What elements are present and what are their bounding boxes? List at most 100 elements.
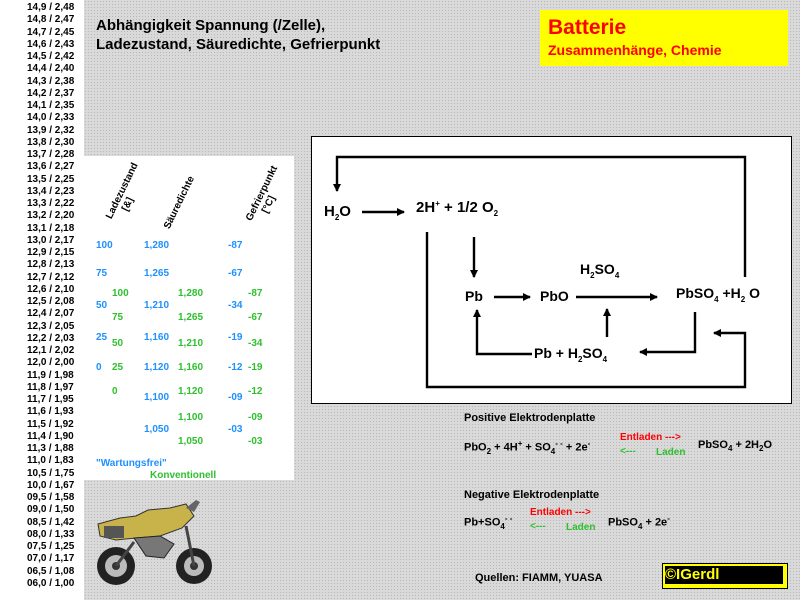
formula-hydrogen: 2H+ + 1/2 O2 [416,199,499,218]
formula-h2so4: H2SO4 [580,261,620,280]
title-box-heading: Batterie [548,16,627,39]
density-cell: 1,265 [178,312,204,323]
positive-plate-lhs: PbO2 + 4H+ + SO4- - + 2e- [464,439,591,456]
voltage-row: 14,7 / 2,45 [27,26,75,38]
freeze-cell: -34 [228,300,243,311]
reaction-diagram: H2O 2H+ + 1/2 O2 Pb PbO H2SO4 PbSO4 +H2 … [311,136,792,404]
positive-plate-rhs: PbSO4 + 2H2O [698,439,773,454]
density-cell: 1,050 [144,424,170,435]
voltage-row: 12,8 / 2,13 [27,259,75,271]
voltage-row: 14,8 / 2,47 [27,14,75,26]
freeze-cell: -34 [248,338,263,349]
freeze-cell: -87 [248,288,263,299]
voltage-row: 12,2 / 2,03 [27,332,75,344]
header-freeze: Gefrierpunkt [°C] [244,164,290,228]
voltage-row: 13,7 / 2,28 [27,149,75,160]
charge-cell: 75 [96,268,108,279]
charge-cell: 50 [96,300,108,311]
freeze-cell: -67 [228,268,243,279]
voltage-row: 14,0 / 2,33 [27,112,75,124]
voltage-row: 11,3 / 1,88 [27,443,74,454]
voltage-row: 12,3 / 2,05 [27,320,75,332]
charge-cell: 50 [112,338,124,349]
voltage-row: 13,2 / 2,20 [27,210,75,222]
voltage-row: 13,0 / 2,17 [27,234,75,246]
title-box: Batterie Zusammenhänge, Chemie [540,10,788,66]
voltage-row: 09,0 / 1,50 [27,504,75,516]
density-cell: 1,160 [178,362,204,373]
motorcycle-illustration [97,500,212,585]
density-cell: 1,280 [178,288,204,299]
page-title: Abhängigkeit Spannung (/Zelle), Ladezust… [96,16,416,54]
voltage-row: 14,1 / 2,35 [27,100,75,111]
charge-cell: 0 [112,386,118,397]
freeze-cell: -09 [248,412,263,423]
positive-charge-arrow: <--- [620,446,636,457]
charge-cell: 25 [112,362,124,373]
voltage-row: 08,5 / 1,42 [27,516,75,528]
voltage-row: 06,5 / 1,08 [27,565,75,577]
positive-charge-label: Laden [656,447,686,458]
author-logo-text: ©IGerdl [665,566,783,584]
voltage-row: 13,1 / 2,18 [27,222,75,234]
formula-h2o: H2O [324,203,351,222]
density-cell: 1,100 [178,412,204,423]
density-cell: 1,210 [144,300,170,311]
voltage-row: 11,0 / 1,83 [27,455,74,467]
formula-pbo: PbO [540,288,569,304]
voltage-row: 14,6 / 2,43 [27,38,75,50]
header-density: Säuredichte [162,174,197,231]
header-charge: Ladezustand [&] [104,161,151,226]
density-cell: 1,160 [144,332,170,343]
density-cell: 1,280 [144,240,170,251]
voltage-row: 12,7 / 2,12 [27,271,75,283]
voltage-row: 14,2 / 2,37 [27,87,75,99]
positive-discharge-label: Entladen ---> [620,432,681,443]
arrow-products-to-pb [473,309,532,356]
negative-charge-arrow: <--- [530,521,546,532]
title-box-subheading: Zusammenhänge, Chemie [548,42,722,58]
density-cell: 1,100 [144,392,170,403]
reaction-arrows [333,155,747,389]
negative-plate-lhs: Pb+SO4- - [464,514,513,531]
formula-pb-h2so4: Pb + H2SO4 [534,345,608,364]
freeze-cell: -03 [248,436,263,447]
voltage-row: 11,5 / 1,92 [27,418,74,430]
arrow-pbso4-to-products [639,312,697,356]
legend-conventional: Konventionell [150,470,217,481]
arrow-top-loop [333,155,747,277]
voltage-row: 09,5 / 1,58 [27,492,75,503]
freeze-cell: -09 [228,392,243,403]
voltage-row: 12,1 / 2,02 [27,345,75,356]
density-cell: 1,210 [178,338,204,349]
freeze-cell: -12 [248,386,263,397]
negative-plate-title: Negative Elektrodenplatte [464,489,600,501]
negative-plate-rhs: PbSO4 + 2e- [608,514,670,531]
voltage-row: 13,8 / 2,30 [27,136,75,148]
density-cell: 1,120 [144,362,170,373]
voltage-row: 13,9 / 2,32 [27,124,75,136]
density-cell: 1,120 [178,386,204,397]
voltage-row: 06,0 / 1,00 [27,577,75,589]
arrow-bottom-loop [425,232,747,389]
voltage-row: 14,5 / 2,42 [27,51,75,62]
author-logo: ©IGerdl [662,563,788,589]
page-title-line2: Ladezustand, Säuredichte, Gefrierpunkt [96,36,381,53]
freeze-cell: -87 [228,240,243,251]
density-cell: 1,050 [178,436,204,447]
voltage-row: 13,6 / 2,27 [27,161,75,173]
charge-cell: 25 [96,332,108,343]
voltage-row: 10,5 / 1,75 [27,467,75,479]
voltage-row: 11,4 / 1,90 [27,430,74,442]
negative-discharge-label: Entladen ---> [530,507,591,518]
freeze-cell: -19 [228,332,243,343]
freeze-cell: -03 [228,424,243,435]
page-title-line1: Abhängigkeit Spannung (/Zelle), [96,17,326,34]
voltage-row: 14,9 / 2,48 [27,2,75,13]
voltage-row: 13,4 / 2,23 [27,185,75,197]
voltage-row: 07,5 / 1,25 [27,541,75,552]
voltage-row: 12,5 / 2,08 [27,296,75,307]
voltage-row: 11,8 / 1,97 [27,381,74,393]
voltage-row: 11,7 / 1,95 [27,394,74,405]
